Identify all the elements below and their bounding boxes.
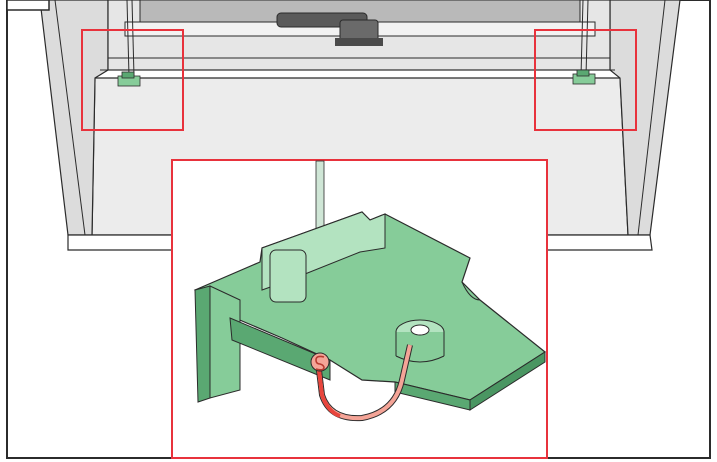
right-cord [580,0,584,77]
window-handle-icon [276,12,383,46]
left-clip-highlight [81,29,184,131]
corner-tab [6,0,50,11]
cord-hook-icon [310,352,330,372]
right-clip-highlight [534,29,637,131]
detail-inset [171,159,548,459]
cord-clip-body [193,211,547,411]
cord-loop [315,344,413,422]
left-cord [126,0,130,77]
cord-clip-icon [572,69,596,85]
cord-clip-icon [117,71,141,87]
